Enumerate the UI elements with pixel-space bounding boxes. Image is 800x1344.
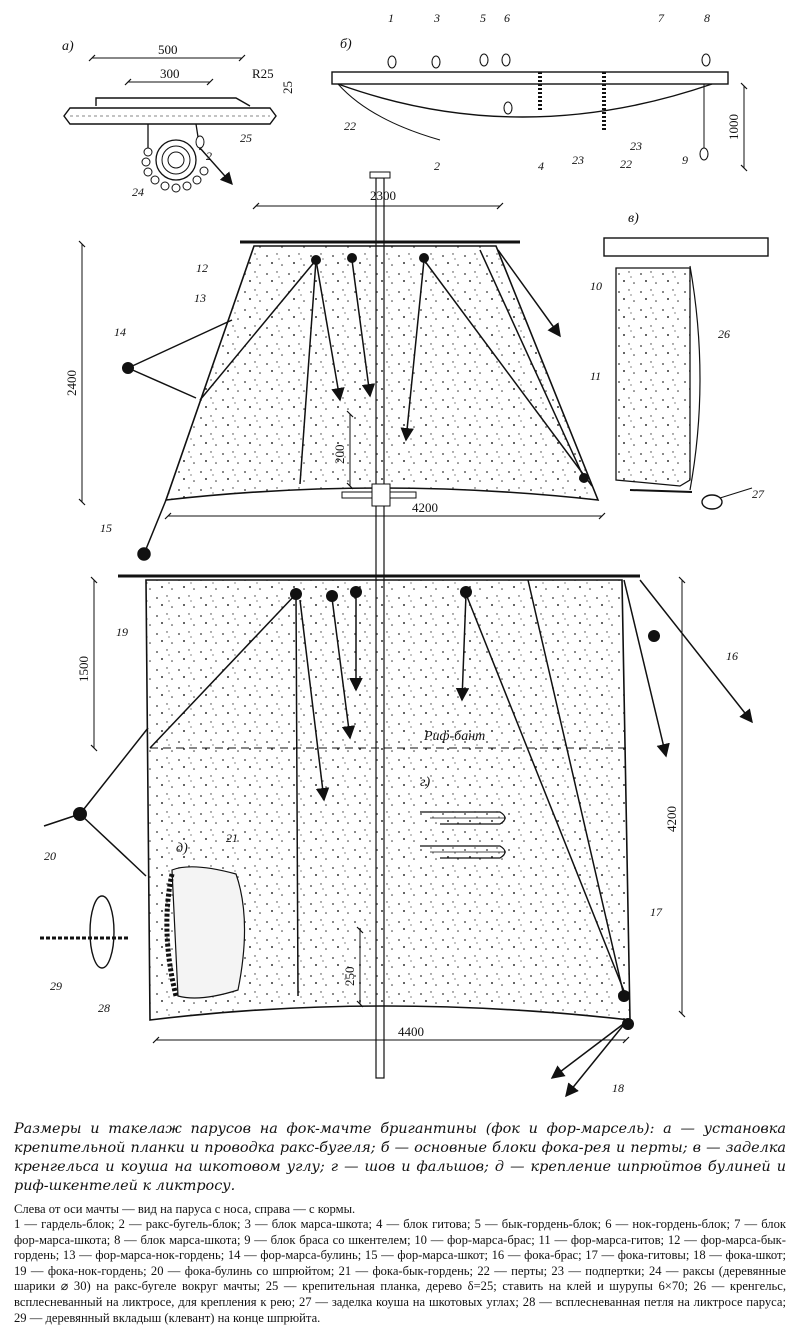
num-21: 21 <box>226 831 238 845</box>
dim-fore-1500: 1500 <box>76 656 91 682</box>
foresail: Риф-бант 1500 4200 4400 250 <box>40 574 753 1098</box>
dim-top-200: 200 <box>332 445 347 465</box>
panel-v-detail: в) 10 26 27 <box>590 211 769 510</box>
num-23-b2: 23 <box>630 139 642 153</box>
toggle-cleat <box>40 895 128 969</box>
num-29: 29 <box>50 979 62 993</box>
num-16: 16 <box>726 649 738 663</box>
seam-detail <box>420 811 506 859</box>
dim-fore-4200: 4200 <box>664 806 679 832</box>
dim-a-300: 300 <box>160 66 180 81</box>
num-17: 17 <box>650 905 663 919</box>
num-24: 24 <box>132 185 144 199</box>
num-26: 26 <box>718 327 730 341</box>
num-18: 18 <box>612 1081 624 1095</box>
dim-fore-250: 250 <box>342 967 357 987</box>
figure-caption: Размеры и такелаж парусов на фок-мачте б… <box>14 1120 786 1326</box>
num-15: 15 <box>100 521 112 535</box>
dim-top-4200: 4200 <box>412 500 438 515</box>
dim-a-500: 500 <box>158 42 178 57</box>
num-13: 13 <box>194 291 206 305</box>
panel-b-label: б) <box>340 37 352 52</box>
legend-intro: Слева от оси мачты — вид на паруса с нос… <box>14 1202 356 1216</box>
num-2-a: 2 <box>206 149 212 163</box>
num-1: 1 <box>388 11 394 25</box>
num-3: 3 <box>433 11 440 25</box>
reef-label: Риф-бант <box>423 729 485 744</box>
num-12: 12 <box>196 261 208 275</box>
fore-topsail: 2300 2400 4200 200 12 13 14 <box>64 188 606 535</box>
num-27: 27 <box>752 487 765 501</box>
num-22-b2: 22 <box>620 157 632 171</box>
dim-fore-4400: 4400 <box>398 1024 424 1039</box>
panel-a-label: а) <box>62 39 74 54</box>
num-10: 10 <box>590 279 602 293</box>
num-19: 19 <box>116 625 128 639</box>
dim-a-r25: R25 <box>252 66 274 81</box>
panel-g-label: г) <box>420 775 430 790</box>
num-7: 7 <box>658 11 665 25</box>
num-28: 28 <box>98 1001 110 1015</box>
num-22-b: 22 <box>344 119 356 133</box>
dim-b-1000: 1000 <box>726 114 741 140</box>
num-8: 8 <box>704 11 710 25</box>
num-25: 25 <box>240 131 252 145</box>
num-23-b1: 23 <box>572 153 584 167</box>
panel-d-label: д) <box>176 841 188 856</box>
panel-b-detail: б) 1000 1 3 5 6 7 8 2 4 22 23 23 22 9 <box>331 11 748 173</box>
num-6: 6 <box>504 11 510 25</box>
dim-top-2400: 2400 <box>64 370 79 396</box>
rigging-diagram: а) 500 300 R25 25 2 24 25 б) <box>40 11 769 1098</box>
num-9: 9 <box>682 153 688 167</box>
panel-a-detail: а) 500 300 R25 25 2 24 25 <box>62 39 295 199</box>
topsail-sheet <box>137 499 167 561</box>
num-11: 11 <box>590 369 601 383</box>
num-2-b: 2 <box>434 159 440 173</box>
num-5: 5 <box>480 11 486 25</box>
caption-title: Размеры и такелаж парусов на фок-мачте б… <box>14 1121 786 1194</box>
legend-text: 1 — гардель-блок; 2 — ракс-бугель-блок; … <box>14 1217 786 1325</box>
dim-a-25: 25 <box>280 81 295 94</box>
num-14: 14 <box>114 325 126 339</box>
num-4: 4 <box>538 159 544 173</box>
num-20: 20 <box>44 849 56 863</box>
dim-top-2300: 2300 <box>370 188 396 203</box>
panel-v-label: в) <box>628 211 639 226</box>
